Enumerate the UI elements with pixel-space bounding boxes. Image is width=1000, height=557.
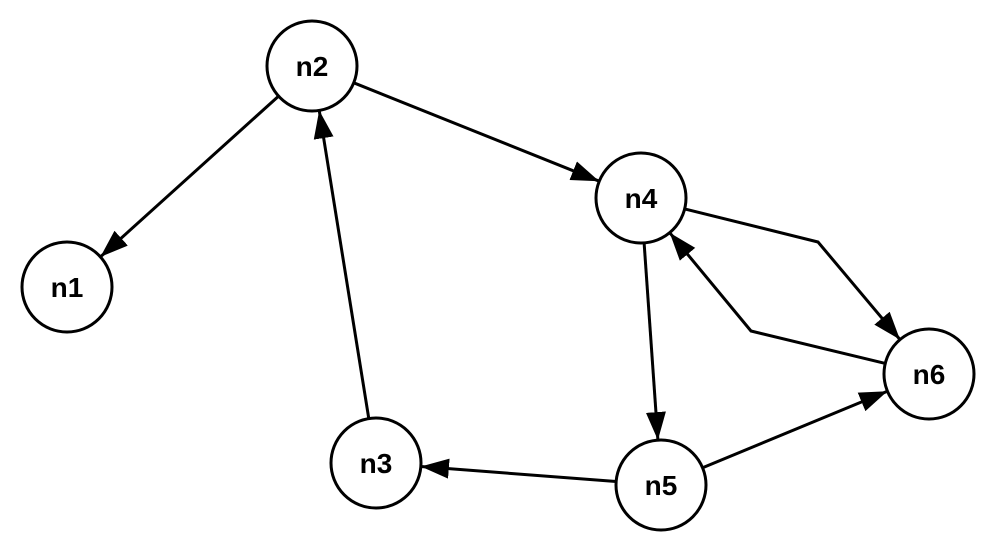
node-n3: n3 (329, 416, 423, 510)
node-n4: n4 (594, 151, 688, 245)
node-circle-n2 (265, 19, 359, 113)
node-circle-n6 (882, 327, 976, 421)
edge-n5-to-n6 (702, 389, 888, 470)
node-n6: n6 (882, 327, 976, 421)
nodes-layer: n1 n2 n3 n4 n5 n6 (20, 19, 976, 532)
node-n5: n5 (614, 438, 708, 532)
edges-layer (99, 81, 902, 483)
edge-n6-to-n4 (668, 231, 886, 365)
edge-n2-to-n1 (99, 94, 280, 259)
edge-n4-to-n5 (642, 242, 666, 441)
node-circle-n4 (594, 151, 688, 245)
node-circle-n5 (614, 438, 708, 532)
node-label-n1: n1 (51, 272, 84, 303)
node-n1: n1 (20, 240, 114, 334)
node-label-n4: n4 (625, 183, 658, 214)
node-circle-n1 (20, 240, 114, 334)
edge-n3-to-n2 (313, 110, 371, 419)
edge-n2-to-n4 (353, 81, 600, 183)
edge-n5-to-n3 (420, 458, 617, 483)
node-label-n2: n2 (296, 51, 329, 82)
node-label-n6: n6 (913, 359, 946, 390)
edge-n4-to-n6 (684, 207, 902, 341)
node-label-n3: n3 (360, 448, 393, 479)
node-n2: n2 (265, 19, 359, 113)
node-circle-n3 (329, 416, 423, 510)
node-label-n5: n5 (645, 470, 678, 501)
